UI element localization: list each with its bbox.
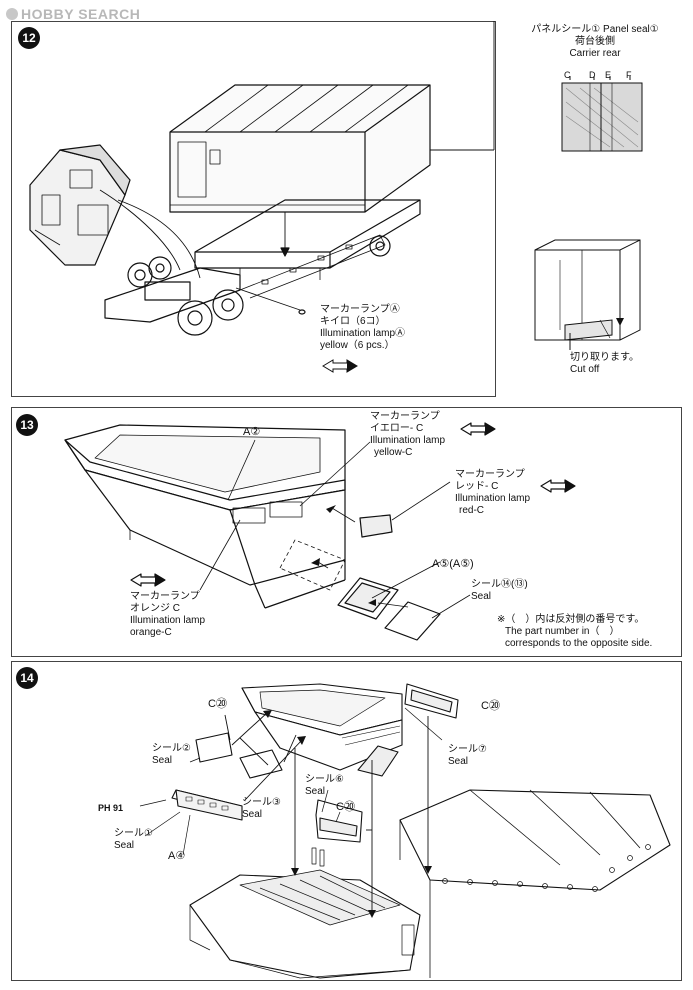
seal-1-label: シール① Seal xyxy=(114,828,153,851)
opposite-side-note: ※（ ）内は反対側の番号です。 The part number in（ ） co… xyxy=(497,614,653,649)
seal-7-label: シール⑦ Seal xyxy=(448,744,487,767)
part-a2-label: A② xyxy=(243,426,261,438)
seal-letter-c: C xyxy=(564,70,571,80)
step-12-badge: 12 xyxy=(18,27,40,49)
part-c20-right-label: C⑳ xyxy=(481,700,500,712)
marker-lamp-orange-label: マーカーランプ オレンジ C Illumination lamp orange-… xyxy=(130,591,206,638)
part-ph91-label: PH 91 xyxy=(98,803,124,813)
seal-letter-e: E xyxy=(605,70,612,80)
part-a5-label: A⑤(A⑤) xyxy=(432,558,474,570)
part-a4-label: A④ xyxy=(168,850,186,862)
seal-letter-f: F xyxy=(626,70,632,80)
cut-off-label: 切り取ります。 Cut off xyxy=(570,352,639,375)
watermark: HOBBY SEARCH xyxy=(6,6,140,22)
panel-seal-label: パネルシール① Panel seal① 荷台後側 Carrier rear xyxy=(531,24,659,59)
marker-lamp-red-label: マーカーランプ レッド- C Illumination lamp red-C xyxy=(455,469,531,516)
part-c20-mid-label: C⑳ xyxy=(336,801,355,813)
marker-lamp-yellow-label: マーカーランプ イエロー- C Illumination lamp yellow… xyxy=(370,411,446,458)
step-13-badge: 13 xyxy=(16,414,38,436)
watermark-logo-icon xyxy=(6,8,18,20)
step-14-panel xyxy=(11,661,682,981)
step-14-badge: 14 xyxy=(16,667,38,689)
step-12-panel xyxy=(11,21,496,397)
seal-14-label: シール⑭(⑬) Seal xyxy=(471,579,528,602)
seal-letter-d: D xyxy=(589,70,596,80)
seal-2-label: シール② Seal xyxy=(152,743,191,766)
part-c20-top-label: C⑳ xyxy=(208,698,227,710)
seal-3-label: シール③ Seal xyxy=(242,797,281,820)
step-13-panel xyxy=(11,407,682,657)
marker-lamp-a-label: マーカーランプⒶ キイロ（6コ） Illumination lampⒶ yell… xyxy=(320,304,406,351)
seal-6-label: シール⑥ Seal xyxy=(305,774,344,797)
